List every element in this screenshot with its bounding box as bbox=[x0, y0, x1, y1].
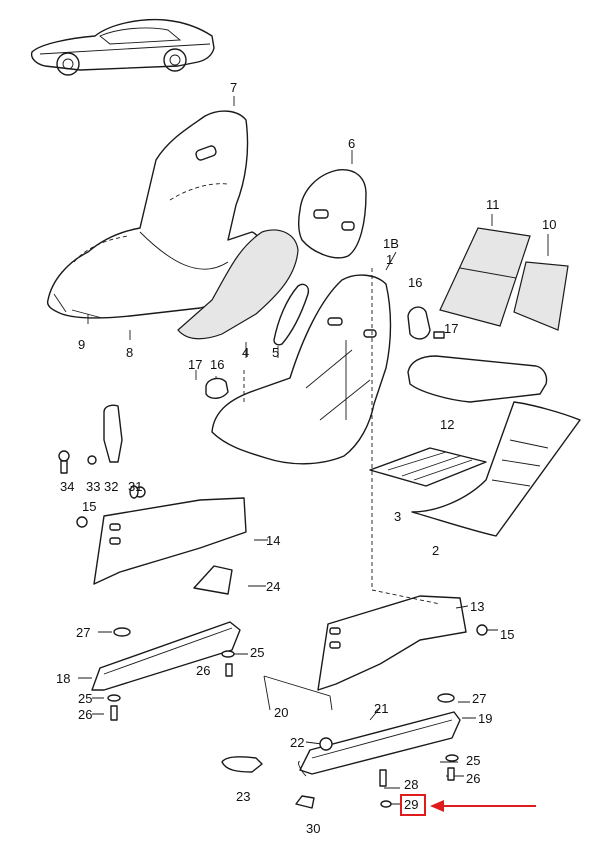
bracket-3 bbox=[369, 447, 487, 487]
callout-26c: 26 bbox=[466, 771, 481, 786]
callout-21: 21 bbox=[374, 701, 389, 716]
cushion-11 bbox=[439, 227, 531, 327]
callout-27a: 27 bbox=[76, 625, 91, 640]
callout-16a: 16 bbox=[408, 275, 423, 290]
car-illustration bbox=[30, 18, 215, 76]
fasteners bbox=[58, 306, 488, 809]
callout-11: 11 bbox=[486, 197, 500, 212]
callout-20: 20 bbox=[274, 705, 289, 720]
callout-12: 12 bbox=[440, 417, 455, 432]
callout-27b: 27 bbox=[472, 691, 487, 706]
callout-15a: 15 bbox=[82, 499, 97, 514]
callout-4: 4 bbox=[242, 345, 250, 360]
callout-8: 8 bbox=[126, 345, 134, 360]
callout-17b: 17 bbox=[188, 357, 203, 372]
callout-17a: 17 bbox=[444, 321, 459, 336]
callout-25b: 25 bbox=[78, 691, 93, 706]
highlight-arrow bbox=[430, 800, 536, 812]
callout-1b: 1B bbox=[383, 236, 399, 251]
seat-rail-right bbox=[221, 595, 467, 775]
callout-24: 24 bbox=[266, 579, 281, 594]
callout-26a: 26 bbox=[196, 663, 211, 678]
callout-33: 33 bbox=[86, 479, 101, 494]
callout-22: 22 bbox=[290, 735, 305, 750]
callout-9: 9 bbox=[78, 337, 86, 352]
cushion-4 bbox=[177, 229, 299, 340]
callout-10: 10 bbox=[542, 217, 557, 232]
callout-25a: 25 bbox=[250, 645, 265, 660]
callout-29: 29 bbox=[404, 797, 419, 812]
callout-7: 7 bbox=[230, 80, 238, 95]
callout-23: 23 bbox=[236, 789, 251, 804]
callout-32: 32 bbox=[104, 479, 119, 494]
callout-31: 31 bbox=[128, 479, 143, 494]
callout-13: 13 bbox=[470, 599, 485, 614]
callout-25c: 25 bbox=[466, 753, 481, 768]
callout-30: 30 bbox=[306, 821, 321, 836]
callout-18: 18 bbox=[56, 671, 71, 686]
seat-rail-left bbox=[91, 497, 247, 691]
callout-26b: 26 bbox=[78, 707, 93, 722]
cushion-10 bbox=[513, 261, 569, 331]
callout-28: 28 bbox=[404, 777, 419, 792]
leader-lines bbox=[78, 96, 549, 805]
callout-2: 2 bbox=[432, 543, 440, 558]
seat-shell-7 bbox=[46, 110, 263, 319]
callout-34: 34 bbox=[60, 479, 75, 494]
callout-19: 19 bbox=[478, 711, 493, 726]
callout-16b: 16 bbox=[210, 357, 225, 372]
base-2 bbox=[411, 401, 581, 537]
callout-1: 1 bbox=[386, 252, 394, 267]
cushion-12 bbox=[407, 355, 548, 403]
headrest-pad-6 bbox=[297, 169, 367, 259]
pad-5 bbox=[273, 283, 310, 346]
callout-15b: 15 bbox=[500, 627, 515, 642]
seat-frame-1 bbox=[211, 274, 392, 465]
callout-14: 14 bbox=[266, 533, 281, 548]
callout-3: 3 bbox=[394, 509, 402, 524]
callout-5: 5 bbox=[272, 345, 280, 360]
highlight-box bbox=[400, 794, 426, 816]
callout-6: 6 bbox=[348, 136, 356, 151]
